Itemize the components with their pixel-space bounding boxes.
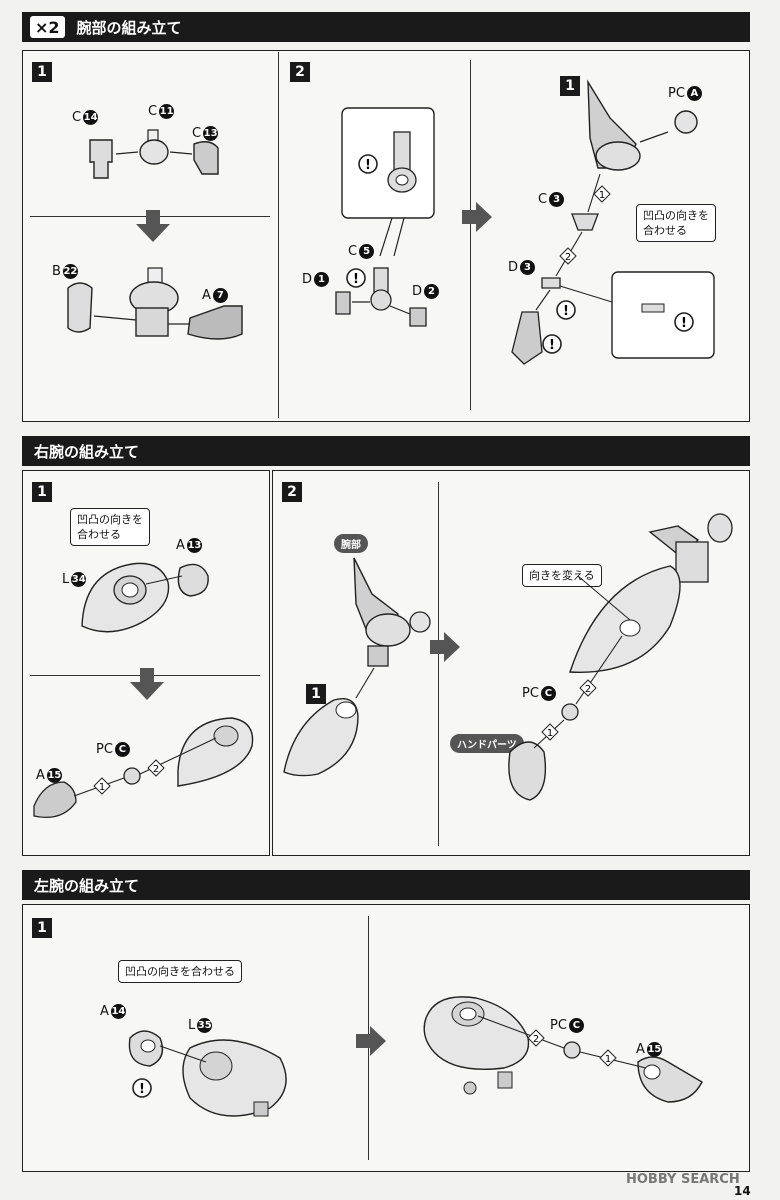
svg-text:1: 1 [99,782,105,793]
multiplier-badge: ×2 [30,16,65,38]
page-number: 14 [734,1184,751,1198]
sub-step-number: 1 [560,76,580,96]
section-title: 右腕の組み立て [34,442,140,461]
part-illustration: ! [335,267,427,327]
svg-text:!: ! [365,158,371,173]
section-header-right-arm: 右腕の組み立て [22,436,750,466]
svg-text:!: ! [139,1082,145,1097]
section-header-arm: ×2 腕部の組み立て [22,12,750,42]
divider [278,52,279,418]
divider [470,60,471,410]
sub-step-number: 1 [306,684,326,704]
svg-text:!: ! [681,316,687,331]
down-arrow [136,210,170,242]
note-align: 凹凸の向きを合わせる [118,960,242,983]
section-title: 左腕の組み立て [34,876,140,895]
svg-text:2: 2 [533,1034,539,1045]
watermark-brand: HOBBY SEARCH [626,1172,740,1187]
right-arrow [430,632,460,662]
step-number: 1 [32,918,52,938]
svg-text:2: 2 [585,684,591,695]
svg-text:!: ! [353,272,359,287]
svg-text:2: 2 [565,252,571,263]
note-align: 凹凸の向きを 合わせる [70,508,150,546]
step-number: 2 [290,62,310,82]
divider [438,482,439,846]
step-number: 2 [282,482,302,502]
part-illustration [89,129,219,179]
svg-text:1: 1 [547,728,553,739]
note-align: 凹凸の向きを 合わせる [636,204,716,242]
down-arrow [130,668,164,700]
part-illustration: 1 2 [33,717,254,819]
section-title: 腕部の組み立て [76,18,182,37]
step-number: 1 [32,62,52,82]
svg-text:2: 2 [153,764,159,775]
part-illustration: 1 2 ! ! ! [511,79,715,365]
note-change-direction: 向きを変える [522,564,602,587]
wrist-pill: 腕部 [334,534,368,553]
svg-text:!: ! [563,304,569,319]
part-illustration: 2 1 [508,513,733,801]
svg-text:1: 1 [599,190,605,201]
part-illustration: 2 1 [423,996,703,1103]
step-number: 1 [32,482,52,502]
part-illustration: ! [128,1030,287,1117]
hand-parts-pill: ハンドパーツ [450,734,524,753]
right-arrow [356,1026,386,1056]
right-arrow [462,202,492,232]
part-illustration [81,562,209,633]
part-illustration [67,267,243,340]
svg-text:!: ! [549,338,555,353]
part-illustration [283,557,431,777]
detail-callout: ! [341,107,435,257]
svg-text:1: 1 [605,1054,611,1065]
section-header-left-arm: 左腕の組み立て [22,870,750,900]
